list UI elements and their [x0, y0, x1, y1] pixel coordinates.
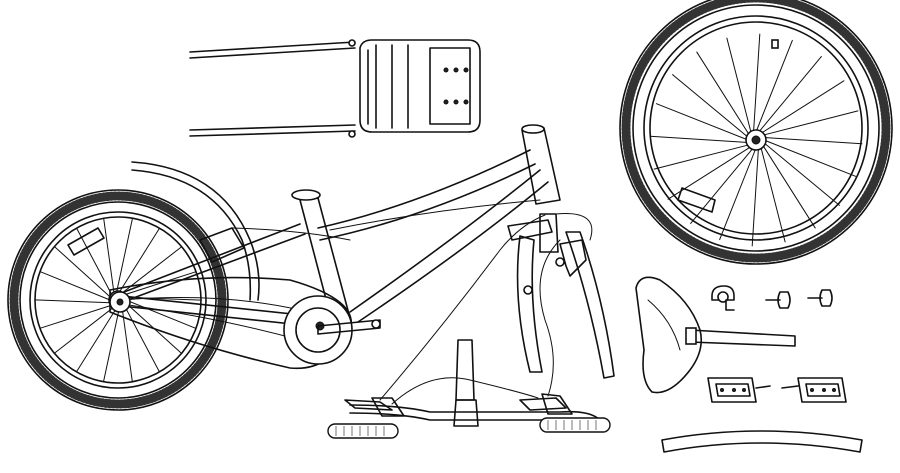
spoke [34, 299, 111, 304]
bell [711, 285, 735, 311]
spoke [753, 33, 761, 133]
spoke [653, 144, 751, 170]
left-grip [327, 423, 399, 439]
spoke [125, 299, 197, 329]
spoke [690, 147, 755, 224]
pedal-right [781, 377, 847, 403]
spoke [39, 304, 113, 329]
rack-bolt-holes [443, 67, 469, 105]
spoke [719, 147, 757, 241]
spoke [672, 74, 749, 139]
chain-guard [109, 276, 353, 370]
spoke [761, 144, 816, 229]
handlebar [327, 214, 611, 439]
front-wheel-spokes [649, 33, 863, 247]
spoke [53, 306, 115, 354]
spoke [763, 141, 840, 206]
pedal-left [707, 377, 771, 403]
spoke [121, 306, 133, 383]
spoke [123, 304, 160, 373]
front-fender [661, 430, 863, 453]
front-wheel [619, 0, 893, 265]
rear-derailleur-area [109, 291, 131, 313]
front-fork [507, 213, 615, 379]
rear-fender [131, 161, 260, 301]
right-grip [539, 417, 611, 433]
spoke [726, 37, 752, 135]
spoke [655, 103, 749, 141]
bicycle-frame [121, 124, 561, 329]
spoke [761, 110, 859, 136]
spoke [649, 135, 749, 143]
axle-nut-left [765, 291, 791, 309]
crank-arm [317, 319, 381, 335]
spoke [39, 271, 111, 301]
saddle-with-seatpost [635, 276, 796, 394]
spoke [755, 39, 793, 133]
spoke [118, 227, 161, 293]
spoke [75, 307, 118, 373]
rear-rack [189, 39, 481, 138]
spoke [763, 137, 863, 145]
spoke [76, 227, 113, 296]
spoke [757, 56, 822, 133]
spoke [696, 51, 751, 136]
spoke [760, 80, 845, 135]
spoke [53, 246, 111, 298]
spoke [103, 307, 120, 383]
spoke [116, 217, 133, 293]
spoke [751, 147, 759, 247]
spoke [123, 271, 197, 296]
spoke [763, 139, 857, 177]
axle-nut-right [807, 289, 833, 307]
spoke [760, 145, 786, 243]
spoke [103, 217, 115, 294]
